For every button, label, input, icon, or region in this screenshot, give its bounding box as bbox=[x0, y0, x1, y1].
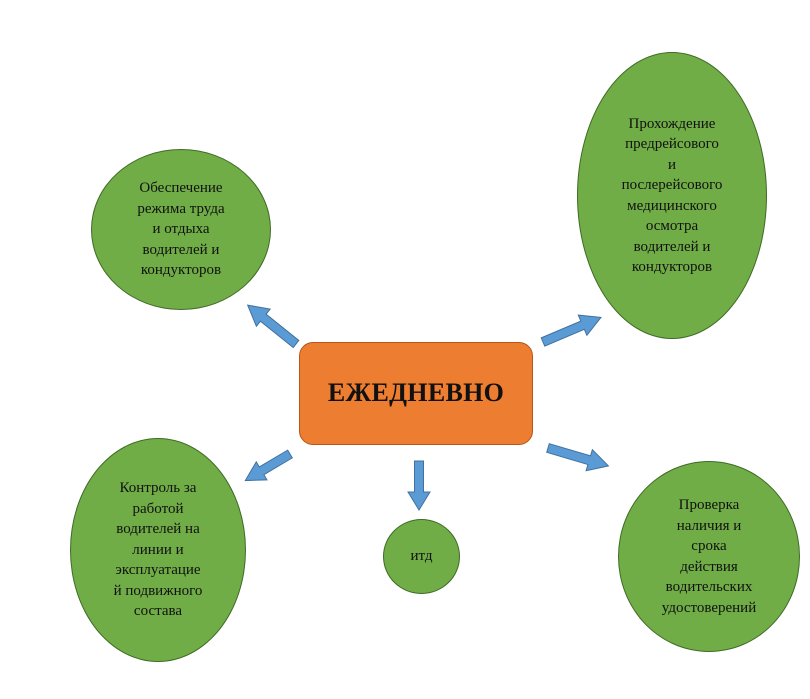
node-line-control: Контроль за работой водителей на линии и… bbox=[70, 438, 246, 662]
node-licenses-text: Проверка наличия и срока действия водите… bbox=[661, 497, 757, 616]
arrow-down-left bbox=[244, 449, 293, 482]
arrow-up-left bbox=[246, 304, 300, 349]
node-line-control-text: Контроль за работой водителей на линии и… bbox=[113, 480, 203, 620]
node-etc-text: итд bbox=[410, 548, 433, 565]
node-medical-check: Прохождение предрейсового и послерейсово… bbox=[577, 52, 767, 339]
arrow-down bbox=[407, 460, 431, 511]
center-node-daily: ЕЖЕДНЕВНО bbox=[299, 342, 533, 445]
node-rest-regime-text: Обеспечение режима труда и отдыха водите… bbox=[137, 180, 225, 279]
node-rest-regime: Обеспечение режима труда и отдыха водите… bbox=[91, 149, 271, 310]
arrow-down-right bbox=[546, 443, 610, 472]
node-medical-check-text: Прохождение предрейсового и послерейсово… bbox=[621, 115, 723, 276]
node-licenses: Проверка наличия и срока действия водите… bbox=[618, 461, 800, 652]
center-node-label: ЕЖЕДНЕВНО bbox=[327, 378, 505, 408]
node-etc: итд bbox=[383, 519, 460, 594]
arrow-up-right bbox=[540, 314, 602, 347]
